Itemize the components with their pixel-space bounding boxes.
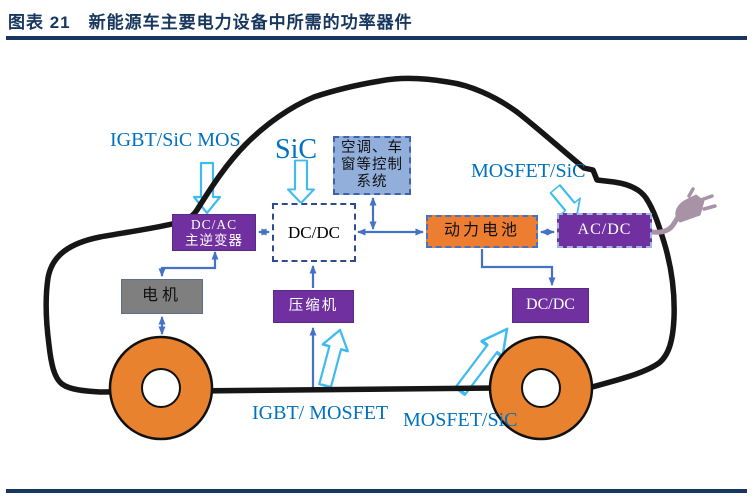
annotation-sic: SiC <box>275 134 318 165</box>
box-dcdc-main: DC/DC <box>272 203 356 262</box>
header-rule <box>6 36 747 40</box>
figure-title: 新能源车主要电力设备中所需的功率器件 <box>88 13 413 32</box>
connector-wheel-compressor <box>214 327 317 391</box>
annotation-mosfet-sic-top: MOSFET/SiC <box>471 160 586 182</box>
inverter-line1: DC/AC <box>190 216 238 232</box>
front-wheel <box>108 335 214 441</box>
annotation-mosfet-sic-bottom: MOSFET/SiC <box>403 409 518 431</box>
acdc-label: AC/DC <box>577 221 632 239</box>
box-main-inverter: DC/AC 主逆变器 <box>172 214 256 251</box>
motor-label: 电机 <box>141 287 182 305</box>
rear-wheel <box>488 335 594 441</box>
figure-label: 图表 21 <box>8 13 71 32</box>
box-dcdc-aux: DC/DC <box>512 288 589 323</box>
power-plug-icon <box>649 187 717 235</box>
box-motor: 电机 <box>121 279 203 314</box>
box-acdc: AC/DC <box>557 213 652 248</box>
annotation-igbt-mosfet: IGBT/ MOSFET <box>252 402 389 424</box>
battery-label: 动力电池 <box>443 222 520 240</box>
dcdc-aux-label: DC/DC <box>526 296 575 314</box>
car-outline <box>43 75 677 395</box>
figure-header: 图表 21 新能源车主要电力设备中所需的功率器件 <box>8 8 748 33</box>
box-compressor: 压缩机 <box>273 290 354 323</box>
hvac-label: 空调、车 窗等控制 系统 <box>341 140 403 190</box>
annotation-igbt-sic-mos: IGBT/SiC MOS <box>110 129 241 151</box>
box-traction-battery: 动力电池 <box>426 215 538 248</box>
connector-battery-dcdc-aux <box>480 249 556 286</box>
igbt-mosfet-arrow-icon <box>311 325 354 391</box>
dcdc-main-label: DC/DC <box>288 222 340 242</box>
inverter-line2: 主逆变器 <box>185 232 243 248</box>
connector-inverter-motor <box>158 251 219 277</box>
compressor-label: 压缩机 <box>288 298 339 315</box>
footer-rule <box>6 489 747 493</box>
sic-arrow-icon <box>286 159 316 205</box>
box-hvac-control: 空调、车 窗等控制 系统 <box>333 136 411 195</box>
